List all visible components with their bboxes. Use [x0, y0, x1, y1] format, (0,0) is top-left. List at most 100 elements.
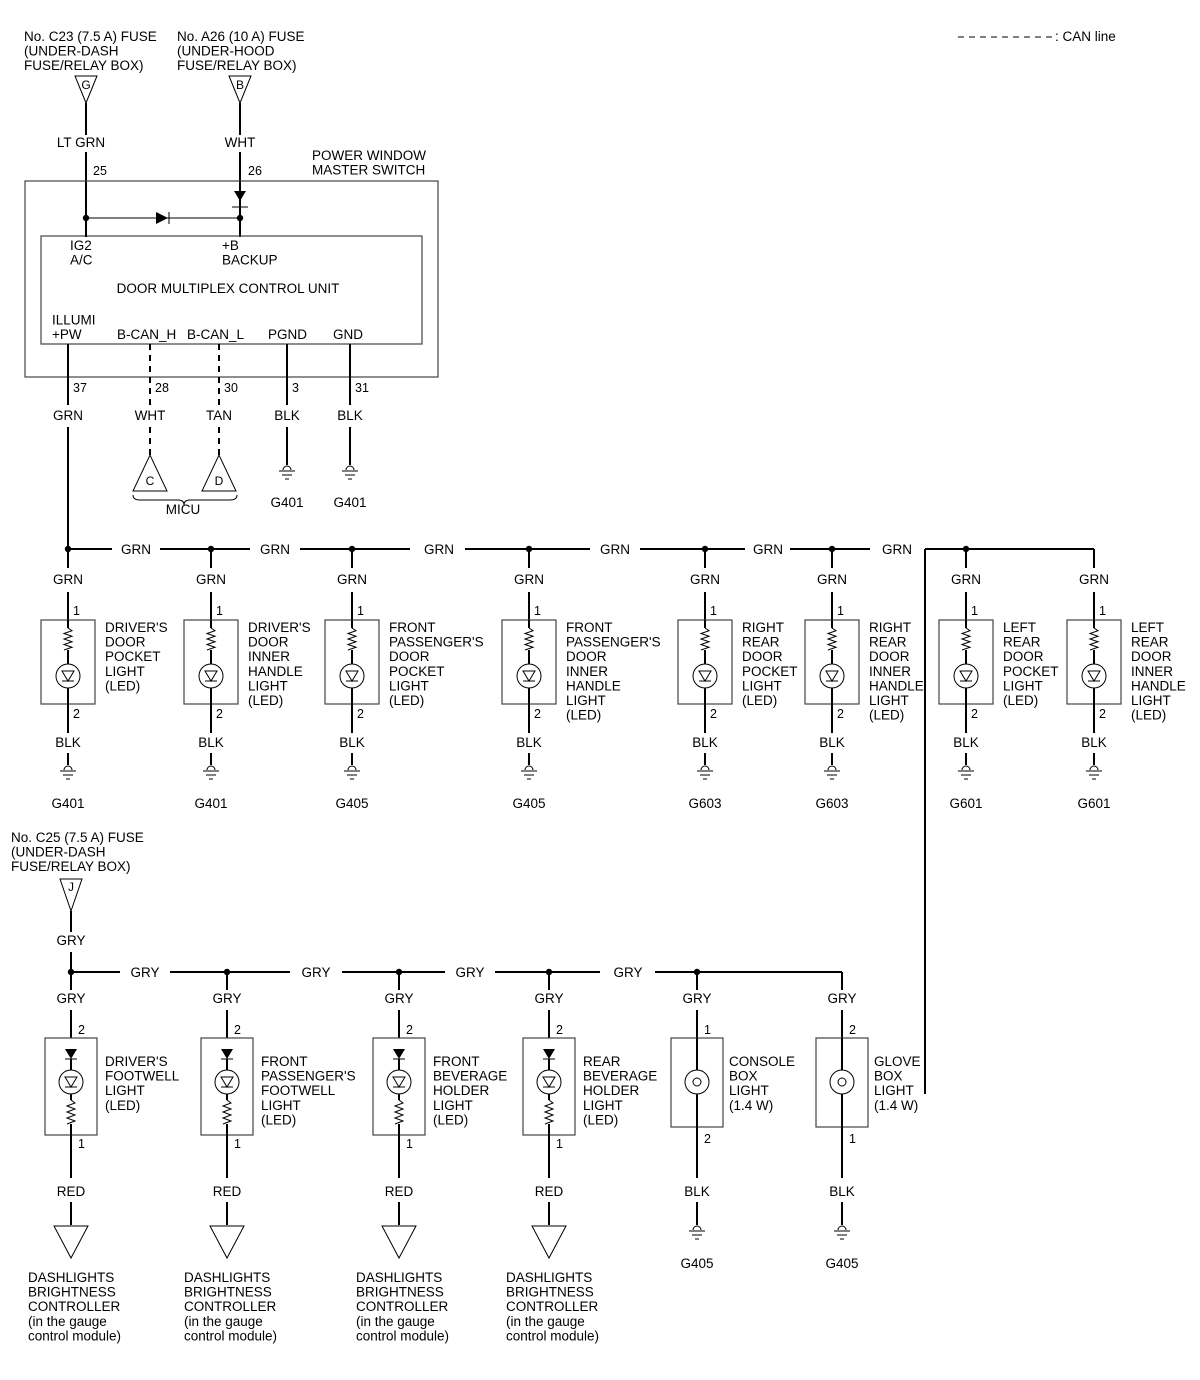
b-backup-input-label: BACKUP: [222, 253, 278, 268]
wire-color-label: RED: [385, 1184, 414, 1199]
ground-icon: [692, 1225, 702, 1231]
ground-icon: [700, 765, 710, 771]
terminal-label: +PW: [52, 327, 82, 342]
pin-number: 2: [73, 707, 80, 721]
pin-number: 1: [1099, 604, 1106, 618]
pin-number: 2: [971, 707, 978, 721]
ground-label: G603: [815, 796, 848, 811]
dashlights-controller-label: BRIGHTNESS: [356, 1285, 444, 1300]
door-light-label: REAR: [1003, 635, 1041, 650]
micu-label: MICU: [166, 502, 201, 517]
pin-number: 2: [78, 1023, 85, 1037]
bus-wire-label: GRN: [121, 542, 151, 557]
ground-label: G601: [1077, 796, 1110, 811]
bulb-icon: [829, 1069, 855, 1095]
interior-light-label: HOLDER: [583, 1083, 640, 1098]
wire-color-label: BLK: [55, 735, 81, 750]
dashlights-controller-label: (in the gauge: [28, 1314, 107, 1329]
dashlights-controller-label: control module): [184, 1328, 277, 1343]
wire-color-label: GRY: [682, 991, 711, 1006]
wire-color-label: GRN: [196, 572, 226, 587]
arrow-icon: [393, 1049, 405, 1059]
wire-color-label: GRY: [56, 991, 85, 1006]
wire-color-label: BLK: [692, 735, 718, 750]
interior-light-label: LIGHT: [433, 1098, 473, 1113]
interior-light-label: BOX: [729, 1069, 758, 1084]
door-light-label: DOOR: [105, 635, 146, 650]
led-icon: [959, 670, 973, 682]
pin-number: 1: [704, 1023, 711, 1037]
door-light-label: REAR: [742, 635, 780, 650]
led-icon: [1081, 663, 1107, 689]
door-light-label: REAR: [1131, 635, 1169, 650]
led-icon: [386, 1069, 412, 1095]
fuse-a26-label: FUSE/RELAY BOX): [177, 58, 297, 73]
bus-wire-label: GRY: [613, 965, 642, 980]
ground-label: G405: [335, 796, 368, 811]
dashlights-controller-label: BRIGHTNESS: [184, 1285, 272, 1300]
interior-light-label: PASSENGER'S: [261, 1069, 356, 1084]
pin-number: 26: [248, 164, 262, 178]
bus-wire-label: GRN: [753, 542, 783, 557]
door-light-label: (LED): [1003, 693, 1038, 708]
dashlights-controller-label: BRIGHTNESS: [506, 1285, 594, 1300]
wire-color-label: BLK: [1081, 735, 1107, 750]
led-icon: [516, 663, 542, 689]
door-light-label: INNER: [248, 649, 290, 664]
pin-number: 2: [406, 1023, 413, 1037]
pin-number: 1: [710, 604, 717, 618]
ground-icon: [524, 765, 534, 771]
door-light-label: PASSENGER'S: [566, 635, 661, 650]
control-unit-name: DOOR MULTIPLEX CONTROL UNIT: [117, 281, 340, 296]
interior-light-label: FOOTWELL: [105, 1069, 180, 1084]
led-icon: [339, 663, 365, 689]
wire-color-label: GRN: [53, 408, 83, 423]
ground-icon: [63, 765, 73, 771]
ground-label: G405: [680, 1256, 713, 1271]
ground-label: G401: [194, 796, 227, 811]
wire-color-label: GRN: [817, 572, 847, 587]
resistor-icon: [205, 627, 217, 651]
wire-color-label: GRN: [337, 572, 367, 587]
door-light-label: DOOR: [389, 649, 430, 664]
resistor-icon: [523, 627, 535, 651]
ground-label: G405: [512, 796, 545, 811]
ground-icon: [282, 465, 292, 471]
door-light-label: DRIVER'S: [105, 620, 168, 635]
dashlights-controller-label: BRIGHTNESS: [28, 1285, 116, 1300]
door-light-label: (LED): [105, 678, 140, 693]
resistor-icon: [543, 1099, 555, 1125]
ground-label: G401: [270, 495, 303, 510]
door-light-label: LIGHT: [105, 664, 145, 679]
dashlights-controller-label: (in the gauge: [356, 1314, 435, 1329]
interior-light-label: BEVERAGE: [433, 1069, 507, 1084]
connector-b: [228, 75, 252, 105]
dashlights-controller-label: CONTROLLER: [28, 1299, 121, 1314]
fuse-a26-label: No. A26 (10 A) FUSE: [177, 29, 305, 44]
wire-color-label: GRN: [1079, 572, 1109, 587]
ground-icon: [206, 765, 216, 771]
dashlights-controller-connector: [531, 1225, 567, 1260]
dashlights-controller-label: (in the gauge: [506, 1314, 585, 1329]
door-light-label: INNER: [566, 664, 608, 679]
pin-number: 1: [406, 1137, 413, 1151]
door-light-label: LIGHT: [248, 678, 288, 693]
pin-number: 1: [556, 1137, 563, 1151]
pin-number: 2: [534, 707, 541, 721]
door-light-label: (LED): [248, 693, 283, 708]
bus-wire-label: GRY: [301, 965, 330, 980]
dashlights-controller-label: DASHLIGHTS: [184, 1270, 270, 1285]
door-light-label: POCKET: [105, 649, 161, 664]
led-icon: [542, 1076, 556, 1088]
bus-wire-label: GRN: [424, 542, 454, 557]
resistor-icon: [393, 1099, 405, 1125]
interior-light-label: LIGHT: [261, 1098, 301, 1113]
door-light-label: LIGHT: [869, 693, 909, 708]
door-light-label: DOOR: [742, 649, 783, 664]
bulb-filament-icon: [837, 1077, 847, 1087]
ground-label: G401: [51, 796, 84, 811]
interior-light-label: FRONT: [261, 1054, 308, 1069]
door-light-label: RIGHT: [742, 620, 784, 635]
led-icon: [58, 1069, 84, 1095]
